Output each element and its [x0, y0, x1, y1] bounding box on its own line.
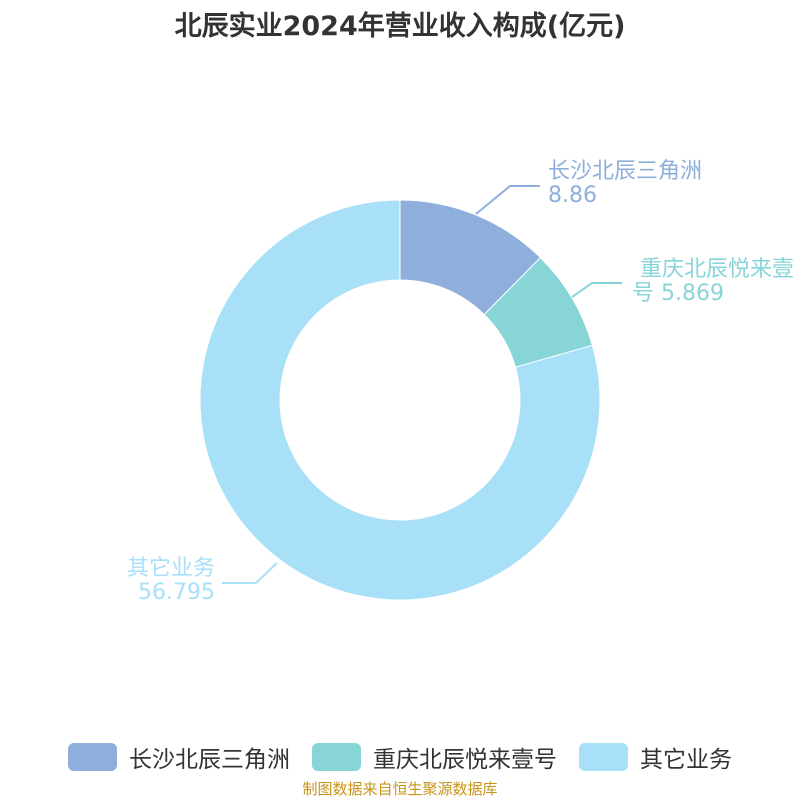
leader-line-0: [475, 185, 540, 215]
data-label-name: 重庆北辰悦来壹号: [632, 257, 795, 306]
legend-label: 重庆北辰悦来壹号: [373, 747, 557, 773]
legend-swatch: [579, 743, 628, 771]
data-label-name: 长沙北辰三角洲: [548, 159, 703, 184]
data-label-value: 56.795: [138, 580, 215, 605]
data-label-0: 长沙北辰三角洲 8.86: [548, 160, 702, 208]
legend: 长沙北辰三角洲 重庆北辰悦来壹号 其它业务: [0, 740, 800, 774]
data-label-value: 8.86: [548, 183, 597, 208]
data-label-1: 重庆北辰悦来壹号 5.869: [632, 258, 800, 306]
chart-title: 北辰实业2024年营业收入构成(亿元): [174, 11, 626, 42]
leader-line-2: [222, 562, 278, 584]
data-label-value: 5.869: [661, 281, 724, 306]
legend-label: 其它业务: [640, 747, 732, 773]
source-note: 制图数据来自恒生聚源数据库: [302, 780, 498, 798]
legend-item-0[interactable]: 长沙北辰三角洲: [68, 740, 290, 774]
data-label-name: 其它业务: [126, 556, 215, 581]
leader-line-1: [571, 282, 622, 298]
legend-item-1[interactable]: 重庆北辰悦来壹号: [312, 740, 557, 774]
legend-label: 长沙北辰三角洲: [129, 747, 290, 773]
legend-swatch: [68, 743, 117, 771]
donut-slice-2[interactable]: [199, 199, 601, 601]
legend-swatch: [312, 743, 361, 771]
legend-item-2[interactable]: 其它业务: [579, 740, 732, 774]
data-label-2: 其它业务 56.795: [60, 557, 215, 605]
